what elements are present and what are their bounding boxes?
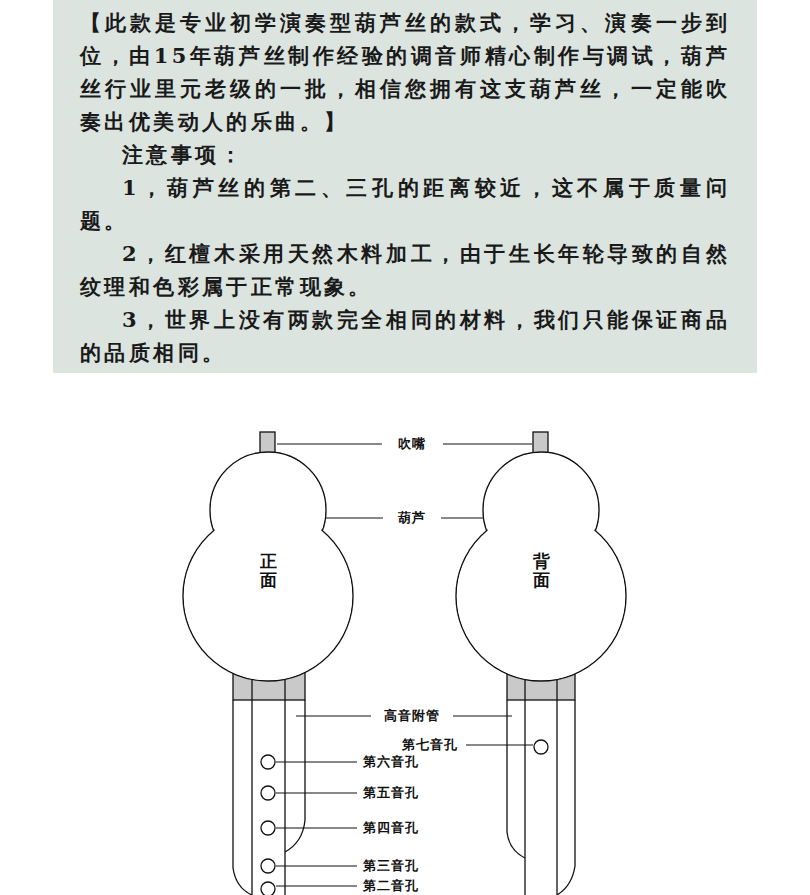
part-label: 第三音孔 [362,857,420,875]
side-label: 背面 [533,552,550,589]
back-pipes [507,670,575,895]
front-pipes [233,670,305,895]
part-label: 第四音孔 [362,819,420,837]
part-label: 第六音孔 [362,753,420,771]
part-label: 葫芦 [397,509,427,527]
product-description: 【此款是专业初学演奏型葫芦丝的款式，学习、演奏一步到位，由15年葫芦丝制作经验的… [80,6,730,138]
gourd-body: 正面 [180,458,356,673]
notice-item: 2，红檀木采用天然木料加工，由于生长年轮导致的自然纹理和色彩属于正常现象。 [80,237,730,303]
part-label: 吹嘴 [397,435,427,453]
notice-panel: 【此款是专业初学演奏型葫芦丝的款式，学习、演奏一步到位，由15年葫芦丝制作经验的… [53,0,757,373]
side-label: 正面 [260,552,277,589]
part-label: 第五音孔 [362,784,420,802]
notice-item: 3，世界上没有两款完全相同的材料，我们只能保证商品的品质相同。 [80,303,730,369]
notice-heading: 注意事项： [80,138,730,171]
gourd-body: 背面 [453,458,629,673]
part-label: 第七音孔 [401,736,459,754]
notice-item: 1，葫芦丝的第二、三孔的距离较近，这不属于质量问题。 [80,171,730,237]
part-label: 第二音孔 [362,877,420,895]
part-label: 高音附管 [383,707,441,725]
